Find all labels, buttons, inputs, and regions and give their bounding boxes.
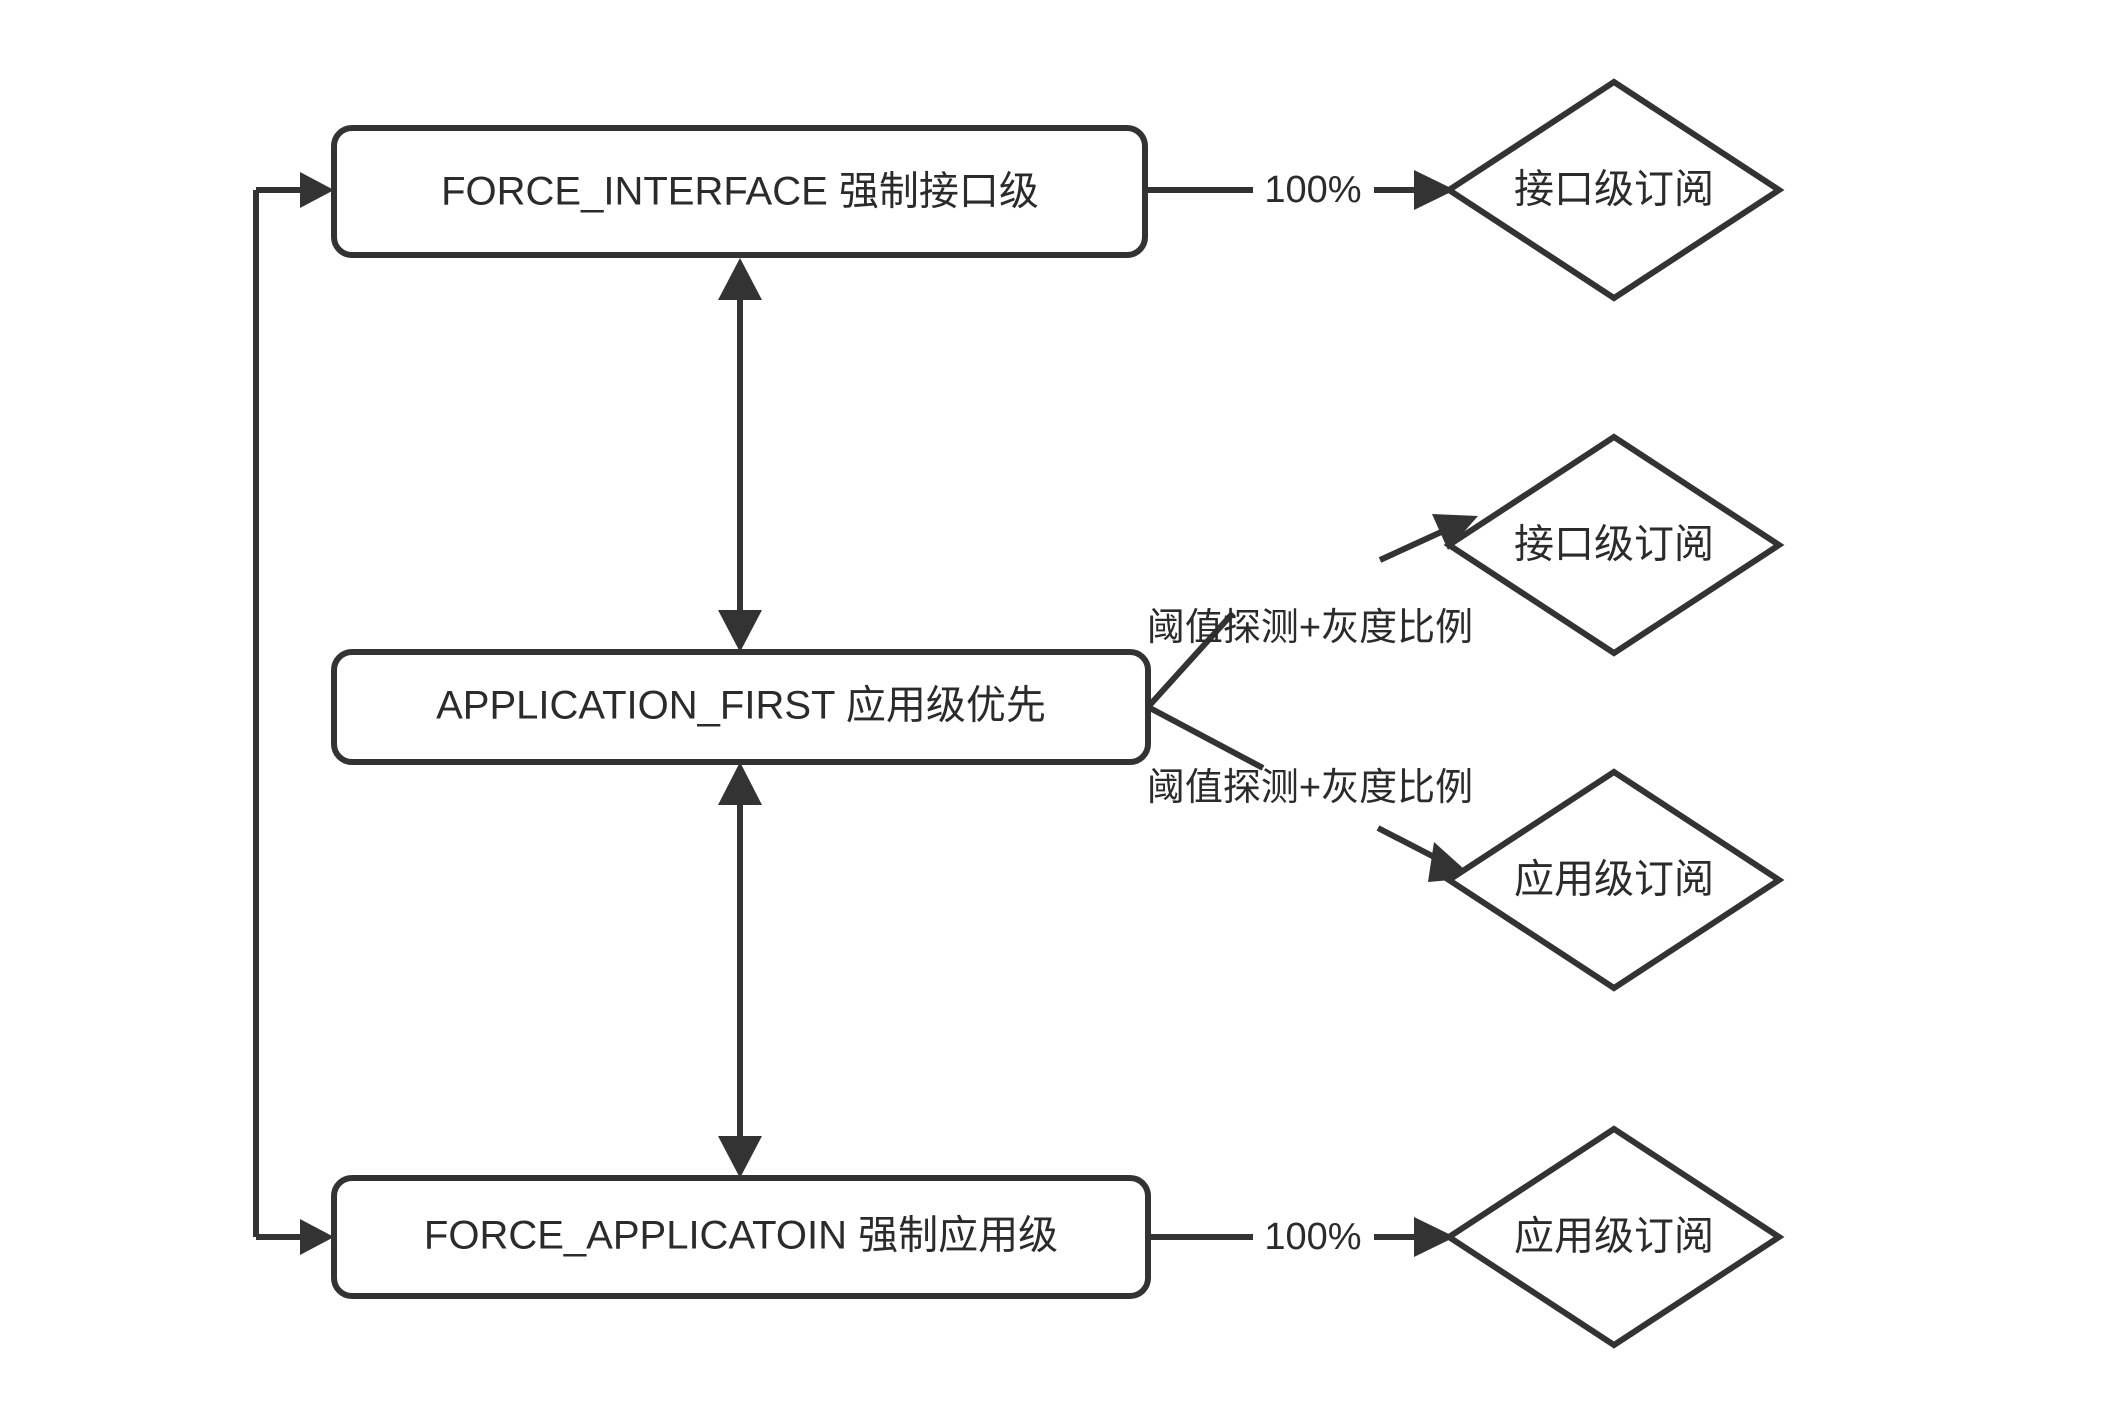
feedback-loop-bottom-arrowhead [300,1219,334,1255]
edge-feedback-loop [253,172,334,1255]
edge-100-percent-interface: 100% [1145,169,1455,211]
node-force-application[interactable]: FORCE_APPLICATOIN 强制应用级 [331,1175,1151,1299]
edge-e4-arrowhead [1414,1217,1455,1257]
edge-threshold-gray-application: 阈值探测+灰度比例 [1146,704,1474,882]
edge-e2-label: 阈值探测+灰度比例 [1147,607,1473,649]
edge-application-force-bidirectional [718,762,762,1178]
node-force-interface-label: FORCE_INTERFACE 强制接口级 [441,170,1039,214]
edge-1-2-arrowhead-up [718,258,762,300]
node-force-application-label: FORCE_APPLICATOIN 强制应用级 [424,1214,1058,1258]
edge-2-3-arrowhead-up [718,762,762,805]
edge-interface-application-bidirectional [718,258,762,652]
node-interface-subscription-top-shape[interactable] [1443,78,1785,302]
node-interface-subscription-top[interactable]: 接口级订阅 [1443,78,1785,302]
edge-e2-line-lower [1145,610,1236,710]
edge-e4-label: 100% [1264,1216,1361,1258]
node-interface-subscription-mid[interactable]: 接口级订阅 [1443,433,1785,657]
node-application-subscription-mid[interactable]: 应用级订阅 [1443,768,1785,992]
node-interface-subscription-mid-label: 接口级订阅 [1514,523,1714,567]
node-application-subscription-bottom-label: 应用级订阅 [1514,1215,1714,1259]
edge-e3-line-lower [1376,825,1442,863]
edge-e3-label: 阈值探测+灰度比例 [1147,767,1473,809]
edge-e1-arrowhead [1414,170,1455,210]
node-application-subscription-bottom[interactable]: 应用级订阅 [1443,1125,1785,1349]
edge-threshold-gray-interface: 阈值探测+灰度比例 [1145,514,1478,710]
edge-e3-line-upper [1146,704,1265,771]
node-application-subscription-mid-label: 应用级订阅 [1514,858,1714,902]
edge-e2-line-upper [1378,525,1452,563]
node-application-subscription-bottom-shape[interactable] [1443,1125,1785,1349]
node-application-subscription-mid-shape[interactable] [1443,768,1785,992]
node-interface-subscription-mid-shape[interactable] [1443,433,1785,657]
node-application-first[interactable]: APPLICATION_FIRST 应用级优先 [331,649,1151,765]
node-interface-subscription-top-label: 接口级订阅 [1514,168,1714,212]
edge-100-percent-application: 100% [1148,1216,1455,1258]
node-force-interface[interactable]: FORCE_INTERFACE 强制接口级 [331,125,1148,258]
edge-e2-arrowhead [1432,514,1478,550]
node-application-first-label: APPLICATION_FIRST 应用级优先 [436,684,1046,728]
edge-1-2-arrowhead-down [718,610,762,652]
edge-2-3-arrowhead-down [718,1136,762,1178]
feedback-loop-top-arrowhead [300,172,334,208]
edge-e1-label: 100% [1264,169,1361,211]
